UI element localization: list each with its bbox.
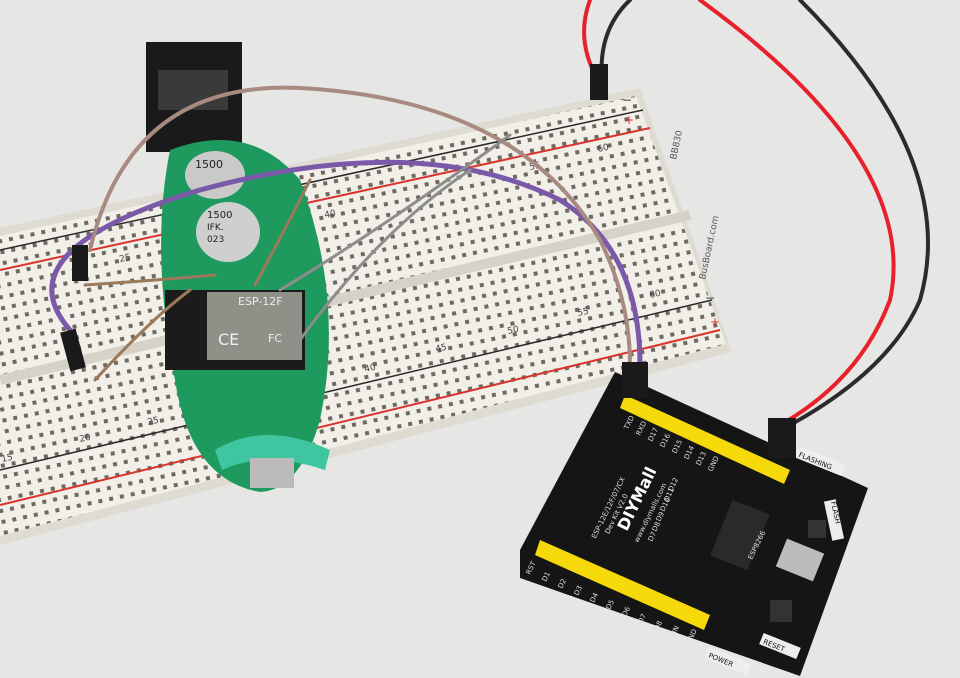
column-number: 15 (1, 453, 14, 465)
black-wire (788, 0, 930, 427)
pin-label: D7 (637, 613, 649, 625)
rj-connector (146, 42, 242, 152)
capacitor: 1500 IFK. 023 (196, 202, 260, 262)
column-number: 40 (364, 363, 378, 375)
pin-label: D6 (621, 605, 633, 618)
pin-label: D4 (589, 591, 601, 604)
column-number: 50 (507, 325, 521, 337)
column-number: 25 (119, 253, 132, 265)
brown-wire (88, 85, 632, 367)
rail-plus: + (624, 113, 634, 127)
column-number: 25 (147, 416, 160, 428)
jumper-connector (622, 362, 648, 398)
column-number: 60 (649, 289, 663, 301)
pin-label: D5 (605, 599, 617, 611)
pin-label: D1 (541, 571, 553, 583)
jumper-connector (768, 418, 796, 458)
column-number: 40 (324, 209, 338, 221)
copper-wire (93, 288, 192, 382)
capacitor-label: 1500 (207, 210, 232, 221)
capacitor-label: 1500 (195, 158, 223, 171)
jumper-connector (60, 328, 86, 372)
breadboard-model: BB830 (669, 129, 685, 160)
copper-wire (253, 178, 312, 287)
module-label: ESP-12F (238, 295, 283, 308)
wires (49, 0, 930, 458)
jumper-connector (590, 64, 608, 100)
pin-label: D2 (557, 578, 569, 590)
breadboard-brand: BusBoard.com (698, 215, 721, 281)
rail-minus: − (622, 93, 632, 107)
column-number: 20 (79, 433, 93, 445)
jumper-connector (72, 245, 88, 281)
capacitor: 1500 (185, 151, 245, 199)
ce-mark: CE (218, 330, 239, 349)
gray-wire (298, 168, 472, 342)
purple-wire (49, 159, 643, 368)
esp-module: ESP-12F CE FC (165, 290, 305, 370)
rail-minus: − (705, 291, 715, 305)
column-number: 45 (435, 343, 448, 355)
column-number: 60 (597, 143, 611, 155)
pin-label: D8 (653, 620, 665, 632)
pin-label: D3 (573, 585, 585, 597)
copper-wire (83, 273, 217, 287)
capacitor-label: 023 (207, 235, 224, 245)
pin-label: D7 (647, 531, 659, 543)
gray-wire (278, 133, 512, 292)
rail-plus: + (710, 315, 720, 329)
fc-mark: FC (268, 332, 282, 345)
flash-button[interactable]: FLASH (808, 499, 845, 541)
capacitor-label: IFK. (207, 223, 224, 233)
dev-kit-board: DIYMall www.diymalls.com ESP-12E/12F/07/… (520, 372, 868, 676)
column-number: 55 (577, 307, 590, 319)
red-wire (698, 0, 896, 427)
pin-label: D8 (651, 521, 663, 533)
pin-label: D9 (655, 511, 667, 523)
